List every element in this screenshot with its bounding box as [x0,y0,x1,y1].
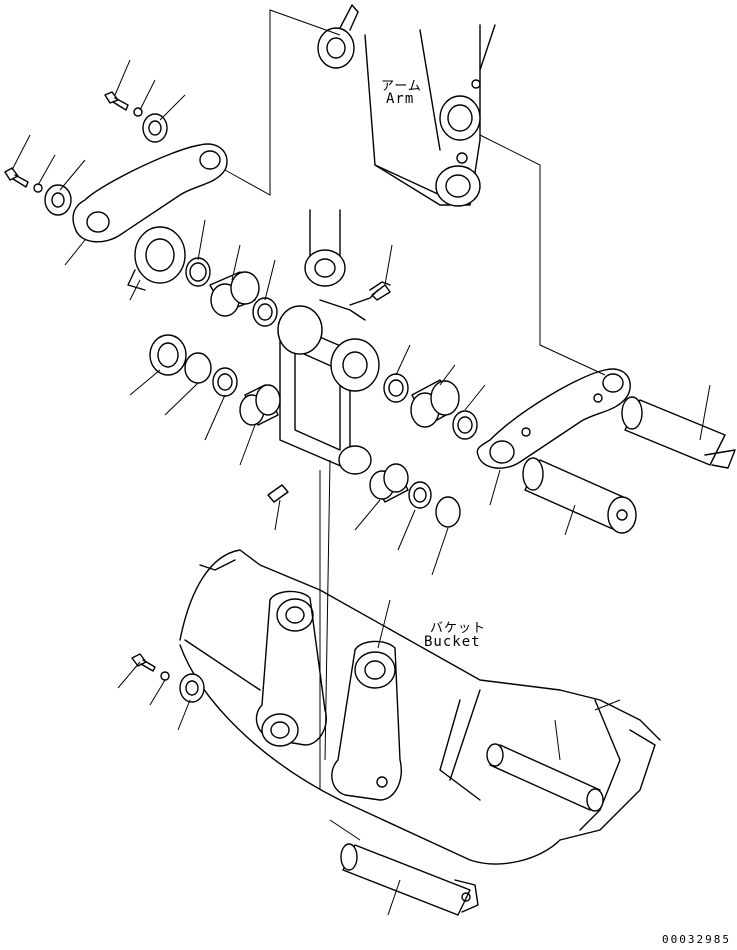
drawing-number: 00032985 [662,933,731,946]
grease-fittings [267,284,391,503]
assembly-lines [224,9,606,841]
collar-row-middle-right [383,373,478,440]
arm-label-jp: アーム [381,79,422,94]
bolt-set-lower [131,653,205,703]
leader-lines [11,59,711,916]
arm-assembly [364,24,496,207]
collar-row-upper [127,226,278,327]
arm-label-en: Arm [386,91,415,107]
bucket-label-jp: バケット [430,621,487,636]
bucket [179,549,661,865]
pin-middle-right [522,457,637,534]
left-link-upper [72,143,228,243]
pin-upper-right [621,396,736,469]
bolt-set-upper [4,91,168,216]
bucket-label-en: Bucket [424,634,481,650]
right-link [476,368,631,469]
center-h-link [277,209,391,475]
arm-bushing [317,4,359,69]
collar-row-middle-left [149,334,281,426]
collar-row-lower [369,463,461,528]
pin-bottom [340,843,479,916]
